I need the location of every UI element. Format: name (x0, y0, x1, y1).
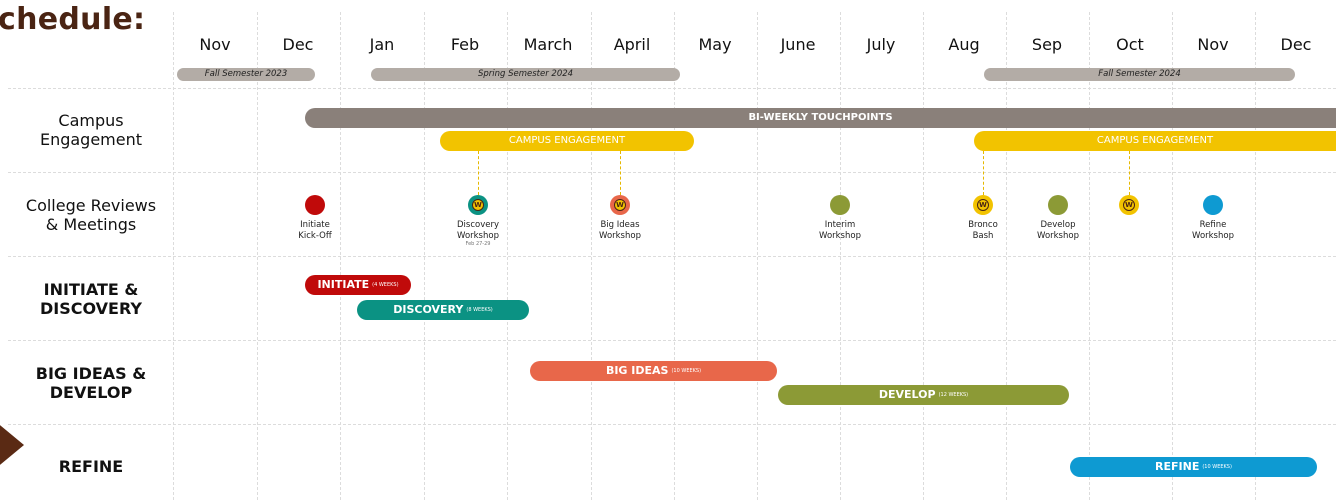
bar-campus-engagement-fall: CAMPUS ENGAGEMENT (974, 131, 1336, 151)
month-label: Nov (1197, 35, 1229, 54)
w-logo-icon: W (977, 199, 989, 211)
event-label: Discovery Workshop (457, 220, 499, 241)
month-label: April (613, 35, 651, 54)
bar-label: CAMPUS ENGAGEMENT (508, 135, 626, 146)
month-label: March (523, 35, 573, 54)
grid-hline (8, 88, 1336, 89)
bar-bi-weekly-touchpoints: BI-WEEKLY TOUCHPOINTS (305, 108, 1336, 128)
month-label: Feb (450, 35, 480, 54)
event-label: Big Ideas Workshop (599, 220, 641, 241)
grid-hline (8, 340, 1336, 341)
grid-hline (8, 424, 1336, 425)
semester-bar-spring-2024: Spring Semester 2024 (371, 68, 680, 81)
grid-hline (8, 172, 1336, 173)
bar-initiate: INITIATE(4 WEEKS) (305, 275, 411, 295)
month-label: Dec (1280, 35, 1312, 54)
row-label-campus-engagement: Campus Engagement (39, 111, 143, 149)
event-label: Initiate Kick-Off (298, 220, 332, 241)
event-dot (305, 195, 325, 215)
month-label: Jan (369, 35, 395, 54)
bar-label: DISCOVERY (393, 303, 464, 316)
bar-discovery: DISCOVERY(8 WEEKS) (357, 300, 529, 320)
bar-refine: REFINE(10 WEEKS) (1070, 457, 1317, 477)
event-dot: W (1119, 195, 1139, 215)
month-label: Sep (1031, 35, 1063, 54)
row-label-college-reviews: College Reviews & Meetings (25, 196, 157, 234)
event-dot (1048, 195, 1068, 215)
event-label: Bronco Bash (968, 220, 998, 241)
month-label: Oct (1116, 35, 1144, 54)
semester-bar-fall-2023: Fall Semester 2023 (177, 68, 315, 81)
bar-label: INITIATE (317, 278, 370, 291)
semester-bar-fall-2024: Fall Semester 2024 (984, 68, 1295, 81)
event-dot: W (973, 195, 993, 215)
w-logo-icon: W (1123, 199, 1135, 211)
event-label: Develop Workshop (1037, 220, 1079, 241)
grid-hline (8, 256, 1336, 257)
row-label-refine: REFINE (58, 457, 124, 476)
event-label: Interim Workshop (819, 220, 861, 241)
bar-campus-engagement-spring: CAMPUS ENGAGEMENT (440, 131, 694, 151)
month-label: Aug (948, 35, 980, 54)
bar-label: BI-WEEKLY TOUCHPOINTS (748, 112, 893, 123)
bar-duration: (10 WEEKS) (1202, 464, 1232, 470)
event-dot (830, 195, 850, 215)
bar-duration: (10 WEEKS) (671, 368, 702, 374)
w-logo-icon: W (614, 199, 626, 211)
bar-label: BIG IDEAS (605, 364, 669, 377)
row-label-initiate-discovery: INITIATE & DISCOVERY (39, 280, 142, 318)
event-dot: W (610, 195, 630, 215)
connector-line (1129, 151, 1130, 195)
bar-duration: (12 WEEKS) (938, 392, 969, 398)
bar-duration: (4 WEEKS) (372, 282, 399, 288)
page-title: chedule: (0, 2, 146, 37)
bar-label: CAMPUS ENGAGEMENT (1096, 135, 1214, 146)
row-label-big-ideas-develop: BIG IDEAS & DEVELOP (35, 364, 147, 402)
month-label: Nov (199, 35, 231, 54)
w-logo-icon: W (472, 199, 484, 211)
connector-line (983, 151, 984, 195)
bar-duration: (8 WEEKS) (466, 307, 493, 313)
month-label: Dec (282, 35, 314, 54)
month-label: July (866, 35, 896, 54)
connector-line (478, 151, 479, 195)
event-dot: W (468, 195, 488, 215)
connector-line (620, 151, 621, 195)
month-label: June (780, 35, 816, 54)
event-label: Refine Workshop (1192, 220, 1234, 241)
event-note: Feb 27-29 (465, 241, 491, 247)
bar-label: DEVELOP (878, 388, 936, 401)
month-label: May (698, 35, 732, 54)
bar-develop: DEVELOP(12 WEEKS) (778, 385, 1069, 405)
bar-label: REFINE (1155, 460, 1200, 473)
event-dot (1203, 195, 1223, 215)
bar-big-ideas: BIG IDEAS(10 WEEKS) (530, 361, 777, 381)
